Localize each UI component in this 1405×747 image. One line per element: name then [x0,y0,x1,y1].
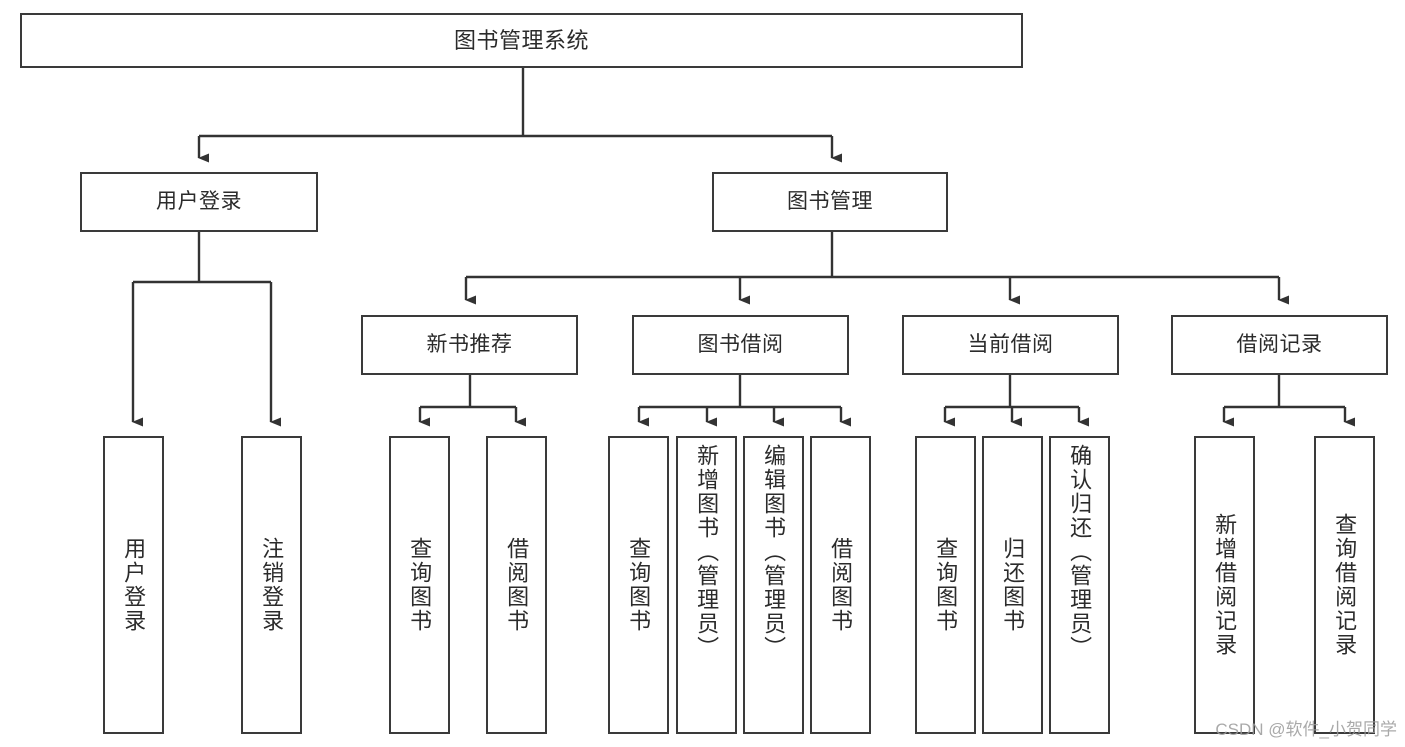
leaf-borrow-query-books[interactable]: 查询图书 [608,436,669,734]
leaf-records-query-record[interactable]: 查询借阅记录 [1314,436,1375,734]
node-book-management[interactable]: 图书管理 [712,172,948,232]
leaf-borrow-borrow-books[interactable]: 借阅图书 [810,436,871,734]
watermark: CSDN @软件_小贺同学 [1215,720,1397,739]
node-label: 借阅图书 [828,537,854,633]
node-label: 借阅图书 [504,537,530,633]
node-label: 查询图书 [407,537,433,633]
node-label: 图书管理系统 [453,27,589,53]
node-label: 注销登录 [259,537,285,633]
leaf-borrow-edit-book-admin[interactable]: 编辑图书（管理员） [743,436,804,734]
node-label: 确认归还（管理员） [1067,444,1093,660]
node-label: 用户登录 [121,537,147,633]
leaf-current-query-books[interactable]: 查询图书 [915,436,976,734]
node-label: 当前借阅 [967,332,1054,356]
node-user-login[interactable]: 用户登录 [80,172,318,232]
node-label: 图书借阅 [697,332,784,356]
leaf-new-book-borrow-books[interactable]: 借阅图书 [486,436,547,734]
node-new-book-recommendation[interactable]: 新书推荐 [361,315,578,375]
node-label: 用户登录 [156,189,242,213]
leaf-records-add-record[interactable]: 新增借阅记录 [1194,436,1255,734]
leaf-user-login-logout[interactable]: 注销登录 [241,436,302,734]
leaf-current-confirm-return-admin[interactable]: 确认归还（管理员） [1049,436,1110,734]
node-book-borrowing[interactable]: 图书借阅 [632,315,849,375]
node-label: 借阅记录 [1236,332,1323,356]
node-label: 图书管理 [787,189,873,213]
leaf-user-login-login[interactable]: 用户登录 [103,436,164,734]
node-borrowing-records[interactable]: 借阅记录 [1171,315,1388,375]
node-label: 编辑图书（管理员） [761,444,787,660]
node-label: 查询图书 [626,537,652,633]
node-root-book-management-system[interactable]: 图书管理系统 [20,13,1023,68]
leaf-new-book-query-books[interactable]: 查询图书 [389,436,450,734]
node-label: 归还图书 [1000,537,1026,633]
node-label: 新增图书（管理员） [694,444,720,660]
leaf-borrow-add-book-admin[interactable]: 新增图书（管理员） [676,436,737,734]
node-label: 新增借阅记录 [1212,513,1238,657]
node-label: 查询借阅记录 [1332,513,1358,657]
node-label: 新书推荐 [426,332,513,356]
leaf-current-return-books[interactable]: 归还图书 [982,436,1043,734]
node-current-borrowing[interactable]: 当前借阅 [902,315,1119,375]
node-label: 查询图书 [933,537,959,633]
